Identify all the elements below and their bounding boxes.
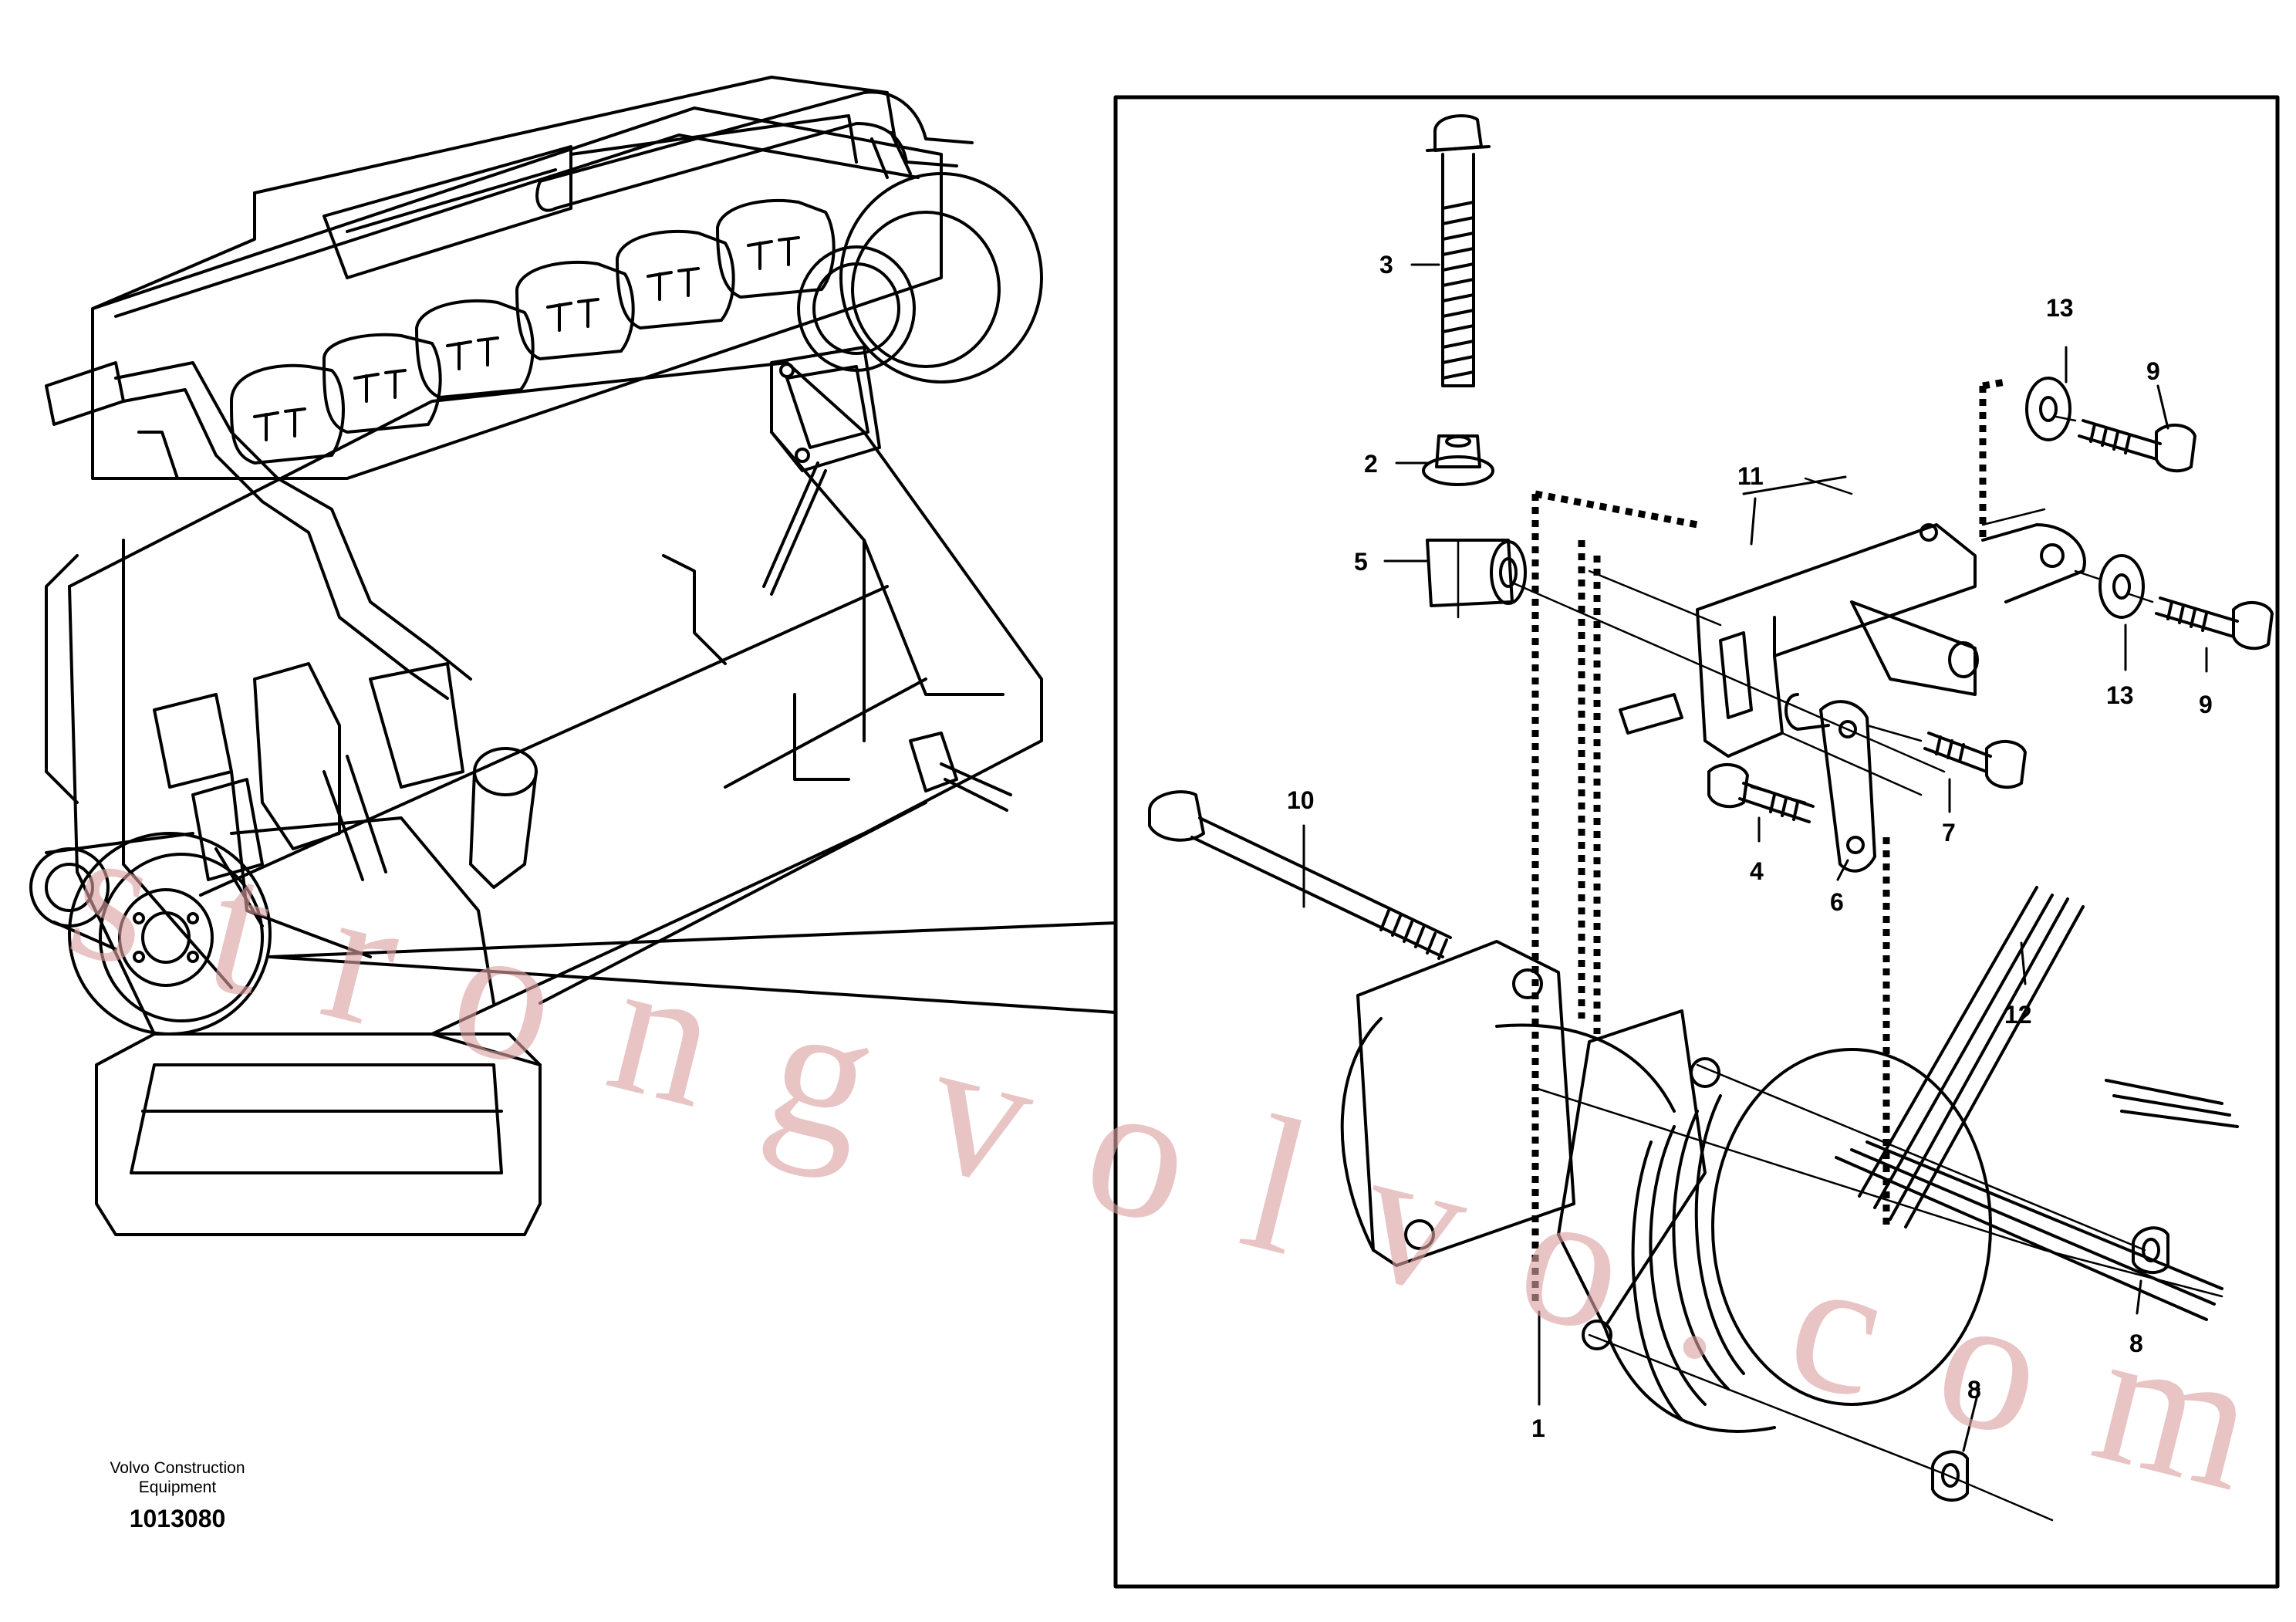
part-13-washer-upper — [2025, 377, 2071, 441]
part-2-nut — [1422, 434, 1494, 486]
callout-2: 2 — [1364, 450, 1378, 478]
callout-7: 7 — [1942, 819, 1956, 846]
assembly-lines — [1457, 415, 2223, 1522]
part-8-nut-lower — [1931, 1450, 1969, 1502]
engine-overview — [29, 76, 1043, 1236]
callout-6: 6 — [1830, 888, 1844, 916]
link-plate — [1819, 700, 1876, 873]
detail-leader-top — [268, 921, 1117, 958]
crank-pulley — [29, 832, 272, 1036]
part-5-spacer — [1426, 539, 1527, 607]
callout-9-upper: 9 — [2146, 357, 2160, 385]
part-10-bolt — [1148, 790, 1452, 960]
callout-8-lower: 8 — [1967, 1376, 1981, 1404]
part-9-bolt-lower — [2155, 596, 2274, 650]
detail-leader-bottom — [268, 955, 1117, 1014]
drawing-number: 1013080 — [129, 1505, 226, 1532]
belts — [1835, 886, 2239, 1321]
callout-5: 5 — [1354, 548, 1368, 576]
part-13-washer-lower — [2098, 554, 2145, 619]
callout-leaders — [1302, 263, 2208, 1452]
manufacturer-line-2: Equipment — [138, 1478, 217, 1496]
callout-11: 11 — [1737, 462, 1764, 490]
bracket — [1619, 523, 2086, 758]
part-3-bolt — [1426, 114, 1491, 387]
callout-12: 12 — [2004, 1001, 2032, 1029]
callout-4: 4 — [1750, 857, 1764, 885]
part-9-bolt-upper — [2078, 419, 2196, 473]
callout-9-lower: 9 — [2199, 691, 2213, 718]
callout-13-lower: 13 — [2106, 681, 2134, 709]
detail-frame — [1113, 95, 2280, 1589]
part-7-bolt — [1923, 732, 2027, 789]
callout-3: 3 — [1379, 251, 1393, 279]
manufacturer-caption: Volvo Construction Equipment — [62, 1458, 293, 1497]
callout-10: 10 — [1287, 786, 1315, 814]
tensioner-housing — [1340, 940, 1992, 1433]
manufacturer-line-1: Volvo Construction — [110, 1459, 245, 1477]
callout-8-upper: 8 — [2129, 1330, 2143, 1357]
callout-labels: 3 2 5 11 13 9 13 9 10 4 6 7 12 8 8 1 — [1287, 251, 2213, 1442]
callout-13-upper: 13 — [2046, 294, 2074, 322]
dashed-paths — [1531, 378, 2007, 1304]
callout-1: 1 — [1531, 1414, 1545, 1442]
